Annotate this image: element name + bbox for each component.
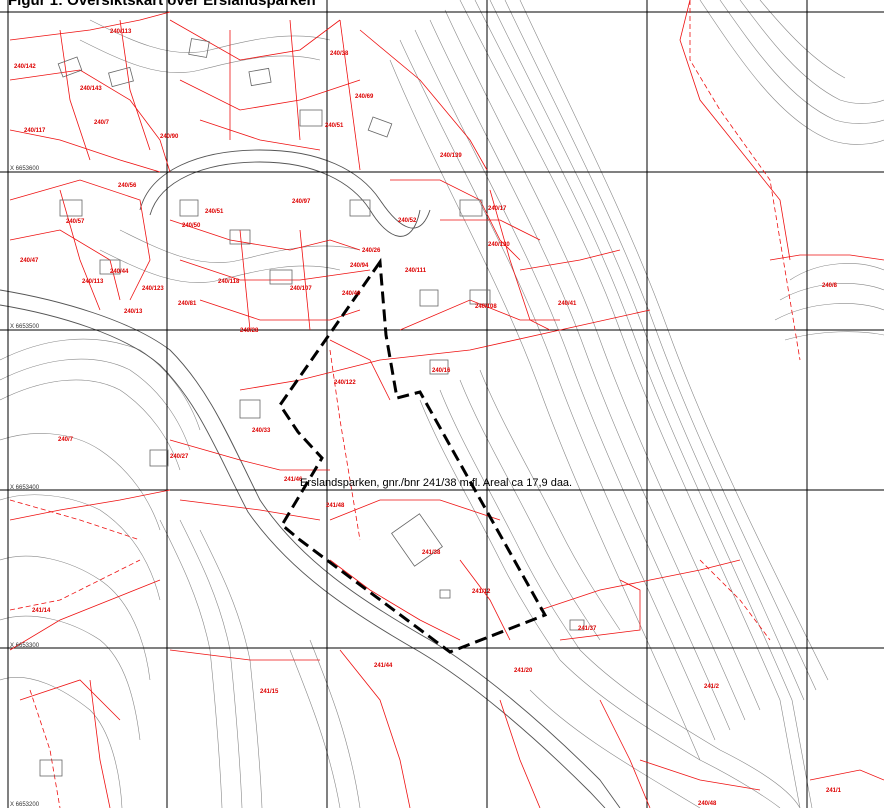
plot-label: 240/17 <box>488 206 507 212</box>
plot-label: 240/97 <box>292 199 311 205</box>
property-boundaries <box>9 0 884 808</box>
buildings <box>39 38 585 777</box>
plot-label: 241/46 <box>284 477 303 483</box>
plot-label: 240/113 <box>82 279 104 285</box>
plot-label: 241/48 <box>326 503 345 509</box>
plot-label: 240/122 <box>334 380 356 386</box>
plot-label: 240/143 <box>80 86 102 92</box>
plot-label: 240/111 <box>405 268 427 274</box>
coord-label: X 6653300 <box>10 643 40 649</box>
plot-label: 240/123 <box>142 286 164 292</box>
plot-label: 240/52 <box>398 218 417 224</box>
plot-label: 241/38 <box>422 550 441 556</box>
plot-label: 240/27 <box>170 454 189 460</box>
plot-label: 240/46 <box>342 291 361 297</box>
coord-label: X 6653600 <box>10 166 40 172</box>
plot-label: 240/130 <box>488 242 510 248</box>
plot-label: 241/44 <box>374 663 393 669</box>
plot-label: 241/12 <box>472 589 491 595</box>
plot-label: 240/28 <box>240 328 259 334</box>
plot-label: 240/26 <box>362 248 381 254</box>
plot-label: 240/113 <box>110 29 132 35</box>
plot-label: 240/142 <box>14 64 36 70</box>
plot-label: 240/108 <box>475 304 497 310</box>
plot-label: 240/51 <box>205 209 224 215</box>
plot-label: 240/56 <box>118 183 137 189</box>
plot-label: 240/16 <box>432 368 451 374</box>
plot-label: 241/1 <box>826 788 842 794</box>
plot-label: 240/41 <box>558 301 577 307</box>
plot-label: 240/118 <box>218 279 240 285</box>
plot-labels: 240/113 240/142 240/143 240/7 240/117 24… <box>14 29 842 807</box>
plot-label: 240/33 <box>252 428 271 434</box>
coord-label: X 6653400 <box>10 485 40 491</box>
plot-label: 241/15 <box>260 689 279 695</box>
plot-label: 240/13 <box>124 309 143 315</box>
plot-label: 240/7 <box>58 437 74 443</box>
plot-label: 240/51 <box>325 123 344 129</box>
area-annotation: Erslandsparken, gnr./bnr 241/38 m.fl. Ar… <box>300 477 572 489</box>
plot-label: 240/57 <box>66 219 85 225</box>
plot-label: 240/47 <box>20 258 39 264</box>
road <box>0 149 621 808</box>
plot-label: 240/50 <box>182 223 201 229</box>
coord-label: X 6653500 <box>10 324 40 330</box>
plot-label: 241/2 <box>704 684 720 690</box>
plot-label: 240/38 <box>330 51 349 57</box>
plot-label: 241/37 <box>578 626 597 632</box>
plot-label: 240/90 <box>160 134 179 140</box>
plot-label: 240/7 <box>94 120 110 126</box>
map-title: Figur 1: Oversiktskart over Erslandspark… <box>8 0 316 9</box>
plot-label: 240/81 <box>178 301 197 307</box>
plot-label: 241/14 <box>32 608 51 614</box>
plot-label: 240/139 <box>440 153 462 159</box>
plot-label: 240/107 <box>290 286 312 292</box>
plot-label: 240/94 <box>350 263 369 269</box>
plot-label: 240/117 <box>24 128 46 134</box>
plot-label: 240/8 <box>822 283 838 289</box>
plot-label: 240/48 <box>698 801 717 807</box>
plot-label: 240/69 <box>355 94 374 100</box>
dashed-boundaries <box>9 0 801 808</box>
plot-label: 241/20 <box>514 668 533 674</box>
site-boundary <box>278 257 548 654</box>
coord-label: X 6653200 <box>10 802 40 808</box>
plot-label: 240/44 <box>110 269 129 275</box>
